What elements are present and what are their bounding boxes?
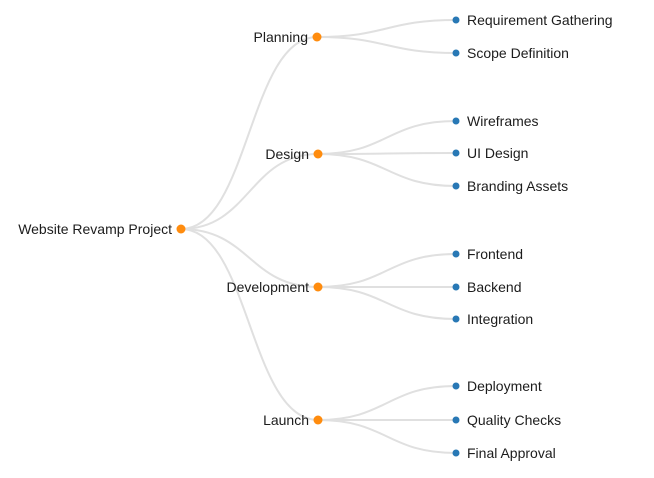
tree-node-label-scope-definition[interactable]: Scope Definition	[467, 45, 569, 61]
tree-node-dot-scope-definition[interactable]	[452, 49, 460, 57]
tree-node-label-final-approval[interactable]: Final Approval	[467, 445, 556, 461]
tree-node-dot-website-revamp-project[interactable]	[176, 224, 186, 234]
tree-node-label-frontend[interactable]: Frontend	[467, 246, 524, 262]
tree-node-dot-branding-assets[interactable]	[452, 182, 460, 190]
tree-node-label-branding-assets[interactable]: Branding Assets	[467, 178, 569, 194]
tree-node-dot-design[interactable]	[313, 149, 323, 159]
tree-node-dot-development[interactable]	[313, 282, 323, 292]
tree-node-label-backend[interactable]: Backend	[467, 279, 522, 295]
tree-link	[317, 152, 457, 155]
tree-node-dot-deployment[interactable]	[452, 382, 460, 390]
tree-node-dot-quality-checks[interactable]	[452, 416, 460, 424]
tree-link	[317, 120, 457, 155]
tree-node-dot-ui-design[interactable]	[452, 149, 460, 157]
tree-node-label-launch[interactable]: Launch	[263, 412, 309, 428]
tree-node-dot-backend[interactable]	[452, 283, 460, 291]
tree-link	[317, 385, 457, 421]
tree-node-label-deployment[interactable]: Deployment	[467, 378, 542, 394]
tree-node-dot-launch[interactable]	[313, 415, 323, 425]
tree-node-dot-final-approval[interactable]	[452, 449, 460, 457]
tree-node-label-development[interactable]: Development	[226, 279, 310, 295]
tree-node-dot-requirement-gathering[interactable]	[452, 16, 460, 24]
tree-node-label-wireframes[interactable]: Wireframes	[467, 113, 539, 129]
tree-link	[317, 153, 457, 187]
tree-link	[180, 153, 319, 230]
tree-node-label-website-revamp-project[interactable]: Website Revamp Project	[18, 221, 172, 237]
tree-node-label-design[interactable]: Design	[265, 146, 309, 162]
tree-node-label-quality-checks[interactable]: Quality Checks	[467, 412, 562, 428]
tree-link	[316, 19, 457, 38]
tree-node-dot-planning[interactable]	[312, 32, 322, 42]
tree-node-label-requirement-gathering[interactable]: Requirement Gathering	[467, 12, 613, 28]
tree-link	[317, 253, 457, 288]
tree-link	[180, 228, 319, 421]
tree-node-dot-wireframes[interactable]	[452, 117, 460, 125]
tree-link	[317, 286, 457, 320]
tree-node-label-planning[interactable]: Planning	[253, 29, 309, 45]
tree-link	[180, 228, 319, 288]
tree-node-label-ui-design[interactable]: UI Design	[467, 145, 529, 161]
tree-link	[180, 36, 318, 230]
tree-node-dot-integration[interactable]	[452, 315, 460, 323]
tree-link	[316, 36, 457, 54]
tree-node-dot-frontend[interactable]	[452, 250, 460, 258]
tree-link	[317, 419, 457, 454]
tree-node-label-integration[interactable]: Integration	[467, 311, 534, 327]
